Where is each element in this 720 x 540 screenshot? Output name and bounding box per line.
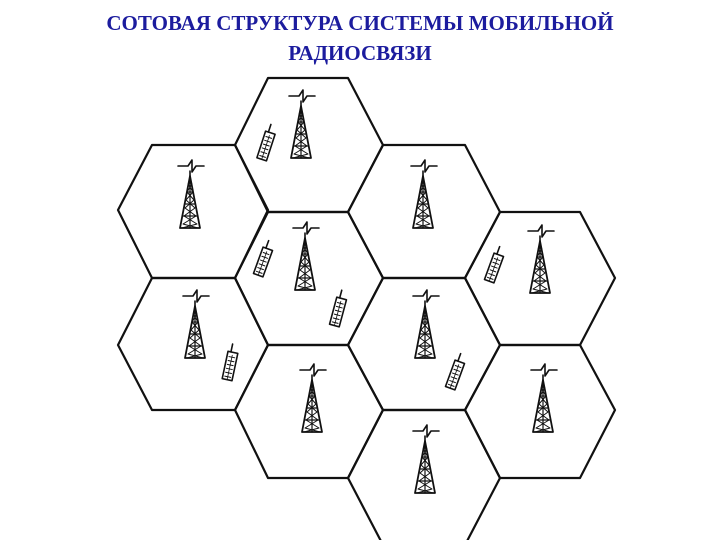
cell-lower-center	[233, 343, 385, 480]
antenna-tower-icon	[299, 363, 327, 433]
mobile-phone-icon	[483, 244, 508, 284]
antenna-tower-icon	[412, 289, 440, 359]
antenna-tower-icon	[182, 289, 210, 359]
title-line-1: СОТОВАЯ СТРУКТУРА СИСТЕМЫ МОБИЛЬНОЙ	[106, 11, 614, 35]
mobile-phone-icon	[221, 342, 241, 382]
antenna-tower-icon	[177, 159, 205, 229]
antenna-tower-icon	[410, 159, 438, 229]
mobile-phone-icon	[444, 351, 469, 391]
cells	[116, 76, 617, 540]
base-stations	[177, 89, 558, 494]
title-line-2: РАДИОСВЯЗИ	[288, 41, 432, 65]
antenna-tower-icon	[412, 424, 440, 494]
antenna-tower-icon	[527, 224, 555, 294]
diagram-title: СОТОВАЯ СТРУКТУРА СИСТЕМЫ МОБИЛЬНОЙ РАДИ…	[0, 8, 720, 68]
mobile-phone-icon	[252, 238, 277, 278]
cell-bottom	[346, 408, 502, 540]
antenna-tower-icon	[292, 221, 320, 291]
cell-far-right-lower	[463, 343, 617, 480]
antenna-tower-icon	[530, 363, 558, 433]
antenna-tower-icon	[288, 89, 316, 159]
mobile-phone-icon	[256, 122, 279, 162]
mobile-phone-icon	[328, 288, 350, 328]
cell-center-right	[346, 276, 502, 412]
